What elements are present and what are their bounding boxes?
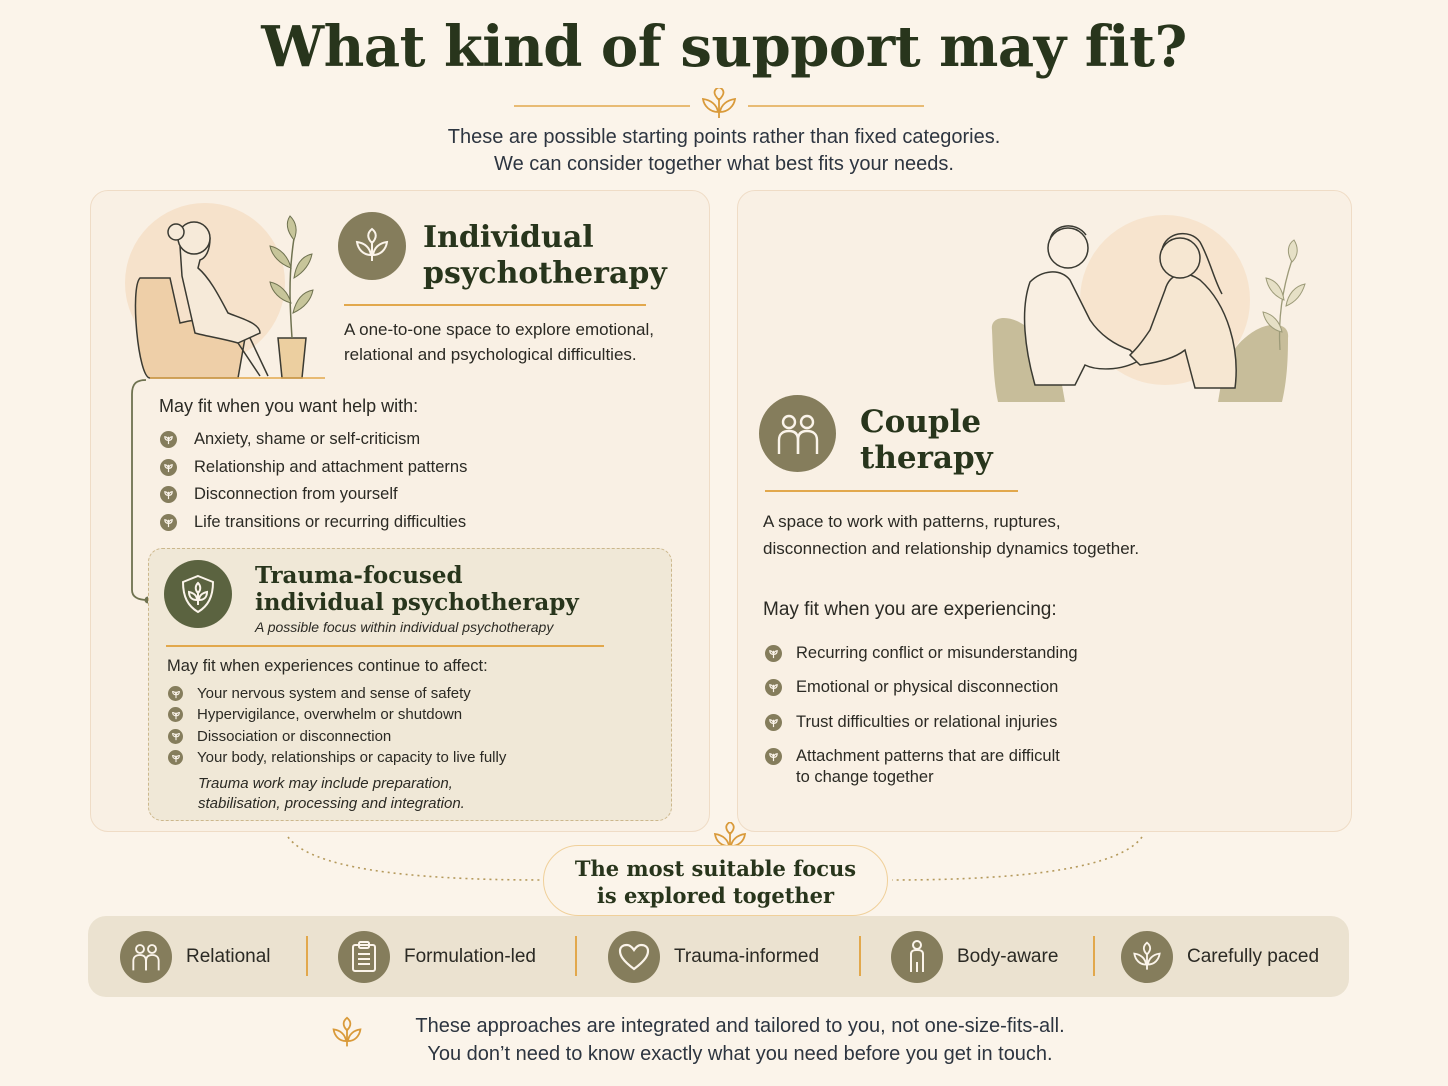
couple-title-divider <box>765 490 1018 492</box>
trauma-list-title: May fit when experiences continue to aff… <box>167 657 488 675</box>
people-icon <box>759 395 836 472</box>
sprout-icon <box>168 686 183 702</box>
individual-title-divider <box>344 304 646 306</box>
trauma-subtitle: A possible focus within individual psych… <box>255 619 554 635</box>
page-subtitle: These are possible starting points rathe… <box>447 126 1001 175</box>
trauma-title-divider <box>166 645 604 647</box>
divider <box>1093 936 1095 976</box>
sprout-icon <box>765 748 782 766</box>
sprout-icon <box>332 1016 362 1047</box>
individual-title: Individual psychotherapy <box>423 220 667 291</box>
individual-list-title: May fit when you want help with: <box>159 396 419 416</box>
list-item: Trust difficulties or relational injurie… <box>765 705 1078 740</box>
list-item: Your nervous system and sense of safety <box>168 683 506 704</box>
trauma-title: Trauma-focused individual psychotherapy <box>255 562 579 616</box>
list-item: Hypervigilance, overwhelm or shutdown <box>168 704 506 725</box>
couple-illustration <box>991 215 1306 402</box>
couple-list: Recurring conflict or misunderstanding E… <box>765 636 1078 774</box>
clipboard-icon <box>338 930 390 983</box>
individual-list: Anxiety, shame or self-criticism Relatio… <box>160 426 467 536</box>
sprout-icon <box>338 212 406 280</box>
list-item: Recurring conflict or misunderstanding <box>765 636 1078 671</box>
couple-item-continuation: to change together <box>796 768 934 786</box>
divider <box>575 936 577 976</box>
trauma-note: Trauma work may include preparation, sta… <box>198 775 465 812</box>
divider <box>859 936 861 976</box>
sprout-icon <box>701 88 737 118</box>
sprout-icon <box>160 486 177 504</box>
people-icon <box>120 930 172 983</box>
feature-trauma-informed: Trauma-informed <box>608 916 819 997</box>
sprout-icon <box>160 513 177 531</box>
list-item: Relationship and attachment patterns <box>160 454 467 482</box>
sprout-icon <box>160 431 177 449</box>
couple-title: Couple therapy <box>860 404 993 476</box>
sprout-icon <box>168 750 183 766</box>
sprout-icon <box>168 707 183 723</box>
trauma-list: Your nervous system and sense of safety … <box>168 683 506 768</box>
sprout-icon <box>765 679 782 697</box>
list-item: Life transitions or recurring difficulti… <box>160 509 467 537</box>
sprout-icon <box>168 728 183 744</box>
couple-description: A space to work with patterns, ruptures,… <box>763 512 1140 558</box>
footer-message: These approaches are integrated and tail… <box>415 1015 1065 1065</box>
list-item: Emotional or physical disconnection <box>765 671 1078 706</box>
sprout-icon <box>1121 930 1173 983</box>
features-strip: Relational Formulation-led Trauma-inform… <box>88 916 1349 997</box>
title-divider <box>514 88 924 118</box>
feature-relational: Relational <box>120 916 271 997</box>
person-icon <box>891 930 943 983</box>
divider <box>306 936 308 976</box>
list-item: Your body, relationships or capacity to … <box>168 747 506 768</box>
heart-icon <box>608 930 660 983</box>
list-item: Attachment patterns that are difficult <box>765 740 1078 775</box>
sprout-icon <box>765 644 782 662</box>
shield-icon <box>164 560 232 628</box>
individual-description: A one-to-one space to explore emotional,… <box>344 320 654 364</box>
list-item: Anxiety, shame or self-criticism <box>160 426 467 454</box>
trauma-focused-box <box>148 548 672 821</box>
sprout-icon <box>765 713 782 731</box>
feature-formulation-led: Formulation-led <box>338 916 536 997</box>
sprout-icon <box>160 458 177 476</box>
list-item: Dissociation or disconnection <box>168 726 506 747</box>
woman-in-chair-illustration <box>125 203 325 379</box>
page-title: What kind of support may fit? <box>261 14 1187 80</box>
list-item: Disconnection from yourself <box>160 481 467 509</box>
center-message: The most suitable focus is explored toge… <box>543 845 888 916</box>
feature-body-aware: Body-aware <box>891 916 1058 997</box>
couple-list-title: May fit when you are experiencing: <box>763 599 1057 620</box>
feature-carefully-paced: Carefully paced <box>1121 916 1319 997</box>
